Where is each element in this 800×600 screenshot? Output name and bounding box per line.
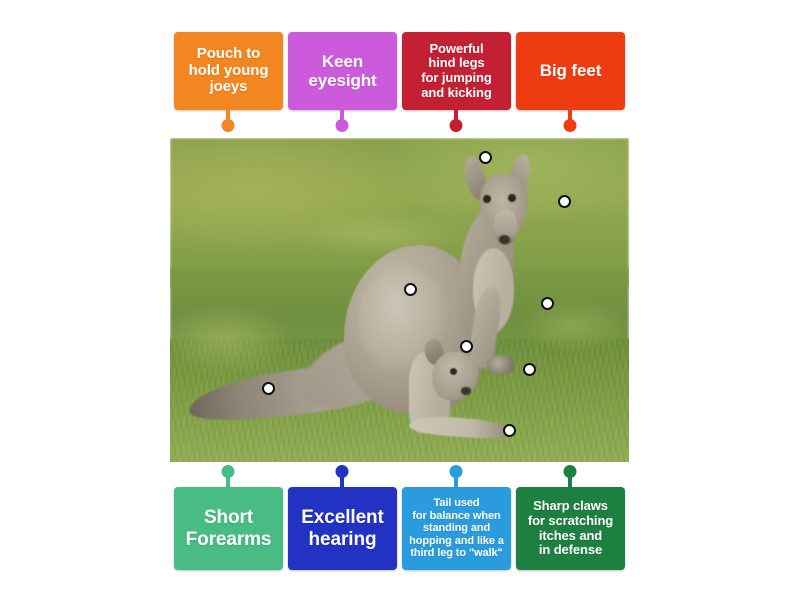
label-text-big-feet: Big feet xyxy=(539,61,602,81)
connector-line-hind-legs xyxy=(454,110,458,126)
connector-stem-hearing xyxy=(334,465,350,487)
connector-line-claws xyxy=(568,471,572,487)
connector-line-eyesight xyxy=(340,110,344,126)
connector-line-pouch xyxy=(226,110,230,126)
kangaroo-paw xyxy=(486,355,515,375)
label-box-eyesight[interactable]: Keen eyesight xyxy=(288,32,397,110)
kangaroo-right-eye xyxy=(507,194,516,203)
label-box-hearing[interactable]: Excellent hearing xyxy=(288,487,397,570)
connector-stem-eyesight xyxy=(334,110,350,132)
marker-pouch[interactable] xyxy=(459,339,473,353)
label-text-claws: Sharp claws for scratching itches and in… xyxy=(527,498,614,558)
marker-ear[interactable] xyxy=(478,150,492,164)
connector-line-big-feet xyxy=(568,110,572,126)
connector-knob-pouch[interactable] xyxy=(221,119,235,132)
marker-eye[interactable] xyxy=(557,194,571,208)
connector-knob-tail[interactable] xyxy=(449,465,463,478)
connector-knob-hind-legs[interactable] xyxy=(449,119,463,132)
marker-tail[interactable] xyxy=(261,381,275,395)
connector-knob-claws[interactable] xyxy=(563,465,577,478)
kangaroo-photo xyxy=(170,138,629,462)
connector-stem-tail xyxy=(448,465,464,487)
connector-knob-big-feet[interactable] xyxy=(563,119,577,132)
marker-haunch[interactable] xyxy=(403,282,417,296)
connector-line-forearms xyxy=(226,471,230,487)
connector-stem-big-feet xyxy=(562,110,578,132)
connector-stem-forearms xyxy=(220,465,236,487)
label-text-eyesight: Keen eyesight xyxy=(308,51,377,90)
connector-knob-forearms[interactable] xyxy=(221,465,235,478)
label-box-forearms[interactable]: Short Forearms xyxy=(174,487,283,570)
connector-knob-eyesight[interactable] xyxy=(335,119,349,132)
label-box-claws[interactable]: Sharp claws for scratching itches and in… xyxy=(516,487,625,570)
photo-scene xyxy=(170,138,629,462)
joey-eye xyxy=(449,368,458,376)
label-text-hearing: Excellent hearing xyxy=(301,507,384,550)
joey-nose xyxy=(461,387,471,395)
connector-stem-pouch xyxy=(220,110,236,132)
marker-claws[interactable] xyxy=(522,362,536,376)
marker-foot[interactable] xyxy=(502,423,516,437)
kangaroo-left-eye xyxy=(483,194,492,204)
label-box-hind-legs[interactable]: Powerful hind legs for jumping and kicki… xyxy=(402,32,511,110)
kangaroo-nose xyxy=(498,235,510,244)
marker-forearm[interactable] xyxy=(540,296,554,310)
connector-line-hearing xyxy=(340,471,344,487)
label-box-pouch[interactable]: Pouch to hold young joeys xyxy=(174,32,283,110)
label-box-tail[interactable]: Tail used for balance when standing and … xyxy=(402,487,511,570)
label-text-hind-legs: Powerful hind legs for jumping and kicki… xyxy=(421,40,492,100)
label-text-pouch: Pouch to hold young joeys xyxy=(188,44,269,96)
label-text-tail: Tail used for balance when standing and … xyxy=(409,497,504,560)
connector-knob-hearing[interactable] xyxy=(335,465,349,478)
connector-stem-hind-legs xyxy=(448,110,464,132)
connector-stem-claws xyxy=(562,465,578,487)
connector-line-tail xyxy=(454,471,458,487)
label-box-big-feet[interactable]: Big feet xyxy=(516,32,625,110)
label-text-forearms: Short Forearms xyxy=(185,507,272,550)
